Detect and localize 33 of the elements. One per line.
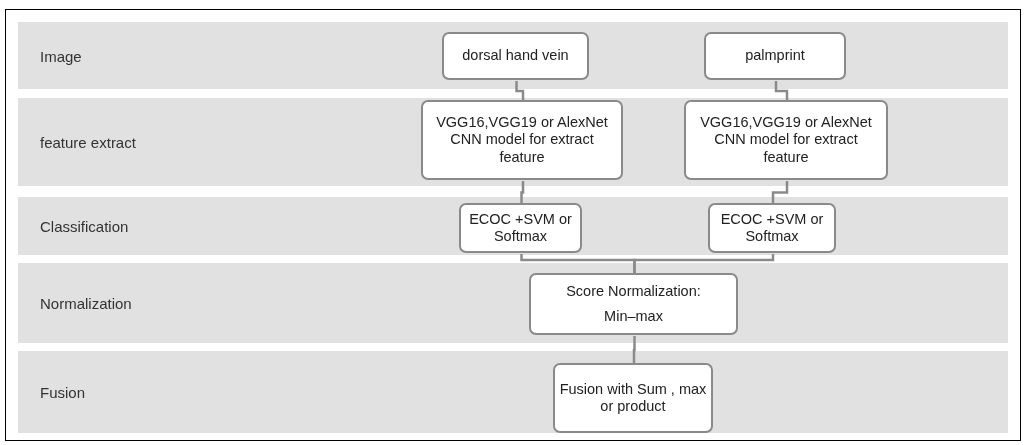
process-box [684,100,888,180]
box-text: ECOC +SVM or Softmax [468,210,573,246]
process-box [421,100,623,180]
box-text: Min–max [604,308,663,326]
box-text: Score Normalization: [566,282,701,300]
connector-line [520,181,525,204]
stage-band [18,98,1008,186]
stage-band [18,351,1008,433]
box-text: VGG16,VGG19 or AlexNet CNN model for extract feature [699,113,873,167]
stage-label: Fusion [40,383,86,401]
process-box [704,32,846,80]
connector-line [633,254,775,274]
box-text: ECOC +SVM or Softmax [719,210,825,246]
box-text: palmprint [745,47,805,65]
stage-label: feature extract [40,133,136,151]
stage-band [18,197,1008,255]
process-box [553,363,713,433]
connector-line [771,181,789,204]
stage-label: Normalization [40,294,132,312]
connector-line [632,336,636,364]
process-box [708,203,836,253]
stage-band [18,22,1008,89]
connector-line [774,81,789,101]
process-box [459,203,582,253]
box-text: dorsal hand vein [462,47,569,65]
box-text: VGG16,VGG19 or AlexNet CNN model for extract feature [435,113,609,167]
connector-line [515,81,525,101]
stage-band [18,263,1008,343]
process-box [529,273,738,335]
stage-label: Classification [40,217,129,235]
stage-label: Image [40,47,82,64]
box-text: Fusion with Sum , max or product [559,380,707,416]
process-box [442,32,589,80]
